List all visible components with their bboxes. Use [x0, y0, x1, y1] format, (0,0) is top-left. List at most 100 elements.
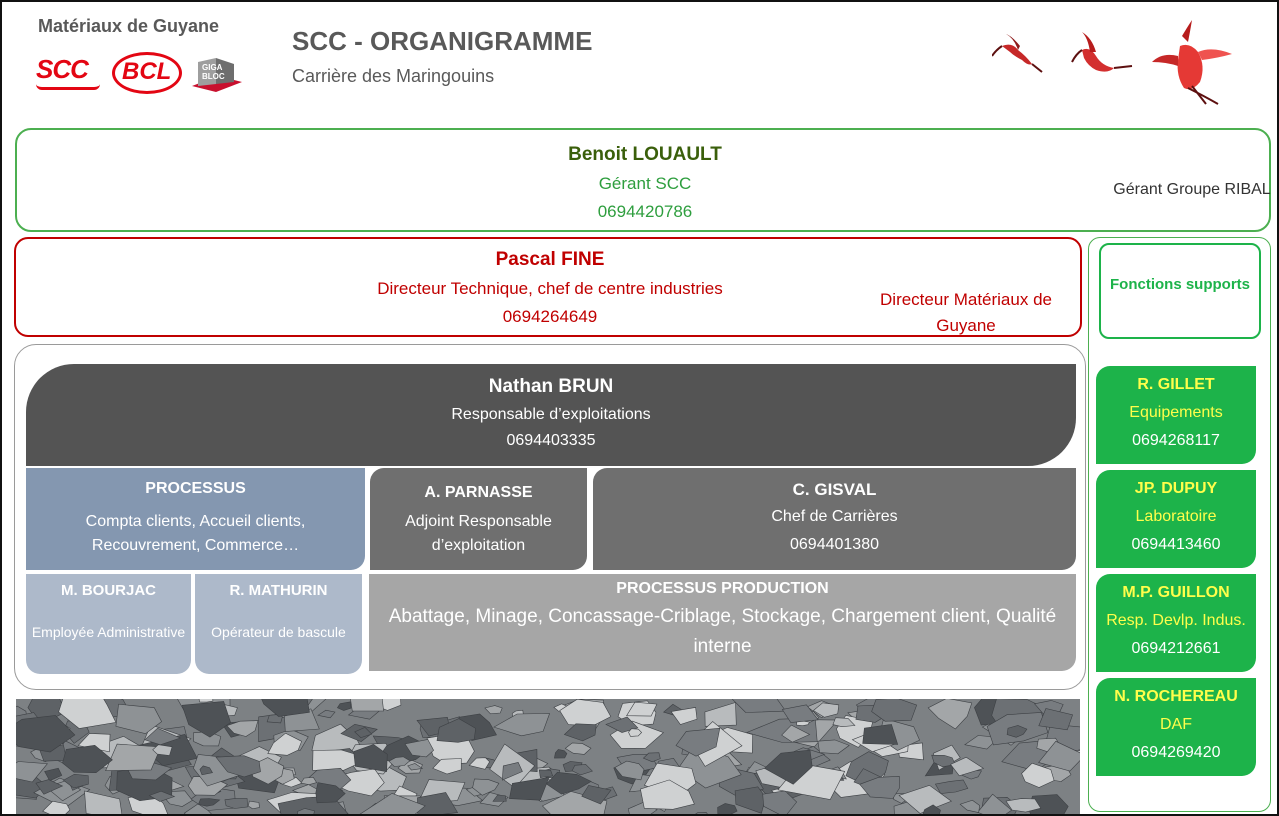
chef-carrieres-role: Chef de Carrières	[771, 508, 898, 525]
support-card-dupuy: JP. DUPUY Laboratoire 0694413460	[1096, 470, 1256, 568]
support-phone: 0694268117	[1132, 432, 1220, 449]
rock-fragment	[436, 718, 477, 743]
gerant-name: Benoit LOUAULT	[568, 144, 722, 165]
rock-fragment	[404, 739, 434, 758]
rock-fragment	[62, 744, 113, 774]
rock-fragment	[859, 776, 900, 799]
directeur-role: Directeur Technique, chef de centre indu…	[377, 279, 723, 298]
bcl-logo: BCL	[122, 58, 172, 85]
support-title: Fonctions supports	[1110, 276, 1250, 293]
rock-fragment	[950, 756, 985, 777]
company-logos: SCC BCL GIGA BLOC	[36, 50, 266, 96]
responsable-role: Responsable d’exploitations	[451, 406, 651, 423]
quarry-rocks-photo	[16, 699, 1080, 814]
rock-fragment	[315, 782, 346, 804]
rock-fragment	[492, 794, 507, 802]
processus-box: PROCESSUS Compta clients, Accueil client…	[26, 468, 365, 570]
rock-fragment	[559, 699, 612, 727]
rock-fragment	[226, 720, 259, 737]
directeur-extra-role: Directeur Matériaux de Guyane	[880, 290, 1052, 335]
employee-role: Employée Administrative	[31, 624, 186, 640]
rock-fragment	[626, 701, 658, 717]
rock-fragment	[417, 792, 459, 814]
chef-carrieres-box: C. GISVAL Chef de Carrières 0694401380	[593, 468, 1076, 570]
svg-text:BLOC: BLOC	[202, 72, 225, 81]
rock-fragment	[581, 785, 612, 805]
rock-fragment	[934, 779, 969, 794]
rock-fragment	[642, 752, 661, 763]
rock-fragment	[432, 758, 462, 775]
svg-text:GIGA: GIGA	[202, 63, 223, 72]
rock-fragment	[922, 804, 941, 814]
rock-fragment	[407, 763, 424, 771]
support-role: Laboratoire	[1135, 508, 1217, 525]
adjoint-box: A. PARNASSE Adjoint Responsable d’exploi…	[370, 468, 587, 570]
rock-fragment	[152, 744, 173, 756]
chef-carrieres-phone: 0694401380	[790, 536, 879, 553]
rock-fragment	[472, 778, 500, 796]
rock-fragment	[731, 699, 787, 713]
rock-fragment	[628, 728, 643, 737]
rock-fragment	[614, 760, 645, 781]
rock-fragment	[554, 749, 568, 759]
rock-fragment	[84, 790, 123, 814]
rock-fragment	[571, 764, 593, 776]
rock-fragment	[695, 812, 708, 814]
responsable-phone: 0694403335	[506, 432, 596, 449]
rock-fragment	[862, 724, 899, 745]
rock-fragment	[627, 802, 658, 814]
support-name: N. ROCHEREAU	[1114, 688, 1238, 705]
support-phone: 0694212661	[1131, 640, 1221, 657]
gerant-box: Benoit LOUAULT Gérant SCC 0694420786 Gér…	[15, 128, 1271, 232]
rock-fragment	[336, 701, 352, 711]
processus-title: PROCESSUS	[145, 480, 246, 497]
exploitation-group	[14, 344, 1086, 690]
ibis-bird-icon	[1152, 20, 1232, 105]
rock-fragment	[35, 779, 64, 795]
support-role: Resp. Devlp. Indus.	[1106, 612, 1246, 629]
rock-fragment	[501, 762, 523, 781]
responsable-box: Nathan BRUN Responsable d’exploitations …	[26, 364, 1076, 466]
production-box: PROCESSUS PRODUCTION Abattage, Minage, C…	[369, 574, 1076, 671]
chef-carrieres-name: C. GISVAL	[792, 480, 877, 499]
rock-fragment	[261, 699, 310, 717]
rock-fragment	[354, 727, 373, 738]
rock-fragment	[898, 784, 953, 814]
support-card-guillon: M.P. GUILLON Resp. Devlp. Indus. 0694212…	[1096, 574, 1256, 672]
rock-fragment	[959, 799, 981, 813]
rock-fragment	[468, 757, 490, 770]
rock-fragment	[670, 707, 698, 725]
rock-fragment	[62, 773, 89, 789]
rock-fragment	[734, 786, 767, 814]
rock-fragment	[763, 749, 813, 785]
employee-box: M. BOURJAC Employée Administrative	[26, 574, 191, 674]
operateur-name: R. MATHURIN	[229, 582, 328, 599]
rock-fragment	[812, 702, 840, 718]
production-description: Abattage, Minage, Concassage-Criblage, S…	[388, 606, 1057, 657]
rock-fragment	[781, 704, 819, 723]
rock-fragment	[832, 717, 856, 728]
page-title: SCC - ORGANIGRAMME	[292, 26, 593, 56]
rock-fragment	[193, 754, 244, 787]
rock-fragment	[248, 800, 260, 810]
support-phone: 0694413460	[1131, 536, 1221, 553]
rock-fragment	[1005, 798, 1042, 813]
scc-logo-swoosh	[36, 84, 100, 90]
rock-fragment	[16, 761, 48, 783]
rock-fragment	[1038, 708, 1073, 731]
directeur-name: Pascal FINE	[495, 249, 605, 270]
page-subtitle: Carrière des Maringouins	[292, 66, 495, 86]
rock-fragment	[105, 743, 162, 772]
rock-fragment	[1021, 762, 1055, 788]
rock-fragment	[977, 793, 1012, 814]
processus-description: Compta clients, Accueil clients, Recouvr…	[85, 513, 306, 554]
operateur-box: R. MATHURIN Opérateur de bascule	[195, 574, 362, 674]
rock-fragment	[317, 709, 336, 719]
rock-fragment	[1038, 740, 1080, 772]
directeur-phone: 0694264649	[502, 307, 598, 326]
rock-fragment	[388, 756, 411, 767]
support-card-rochereau: N. ROCHEREAU DAF 0694269420	[1096, 678, 1256, 776]
rock-fragment	[509, 777, 550, 801]
operateur-role: Opérateur de bascule	[211, 624, 346, 640]
rock-fragment	[181, 701, 231, 738]
